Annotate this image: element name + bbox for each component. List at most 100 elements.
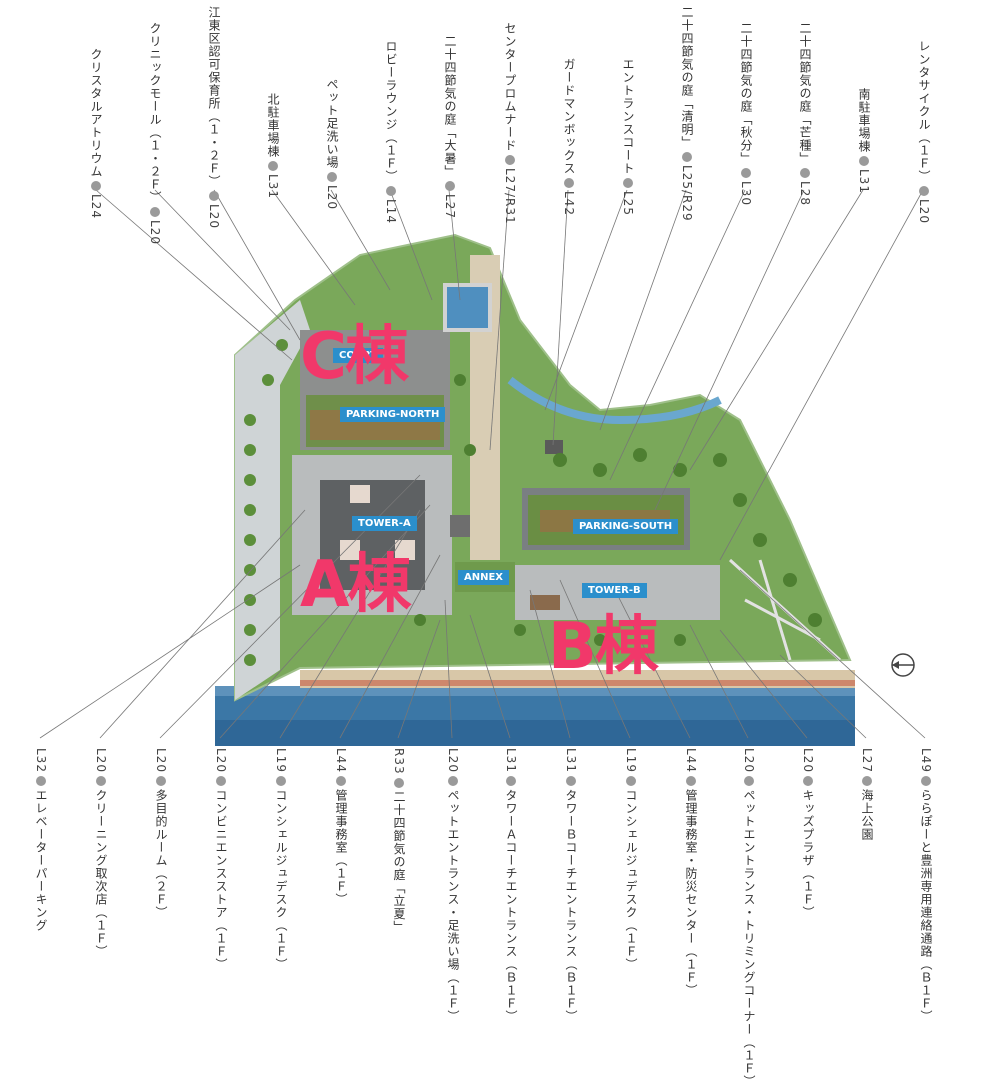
court-tag: COURT [333, 348, 384, 363]
top-label: ロビーラウンジ（１Ｆ）L14 [384, 40, 398, 224]
label-name: 管理事務室（１Ｆ） [334, 788, 348, 906]
label-name: 南駐車場棟 [857, 88, 871, 153]
label-code: L19 [624, 748, 638, 773]
label-code: L27 [860, 748, 874, 773]
marker-dot-icon [209, 191, 219, 201]
tower-a-core [320, 480, 425, 590]
label-code: L20 [207, 204, 221, 229]
marker-dot-icon [36, 775, 46, 786]
bottom-label: L44 管理事務室（１Ｆ） [334, 748, 348, 906]
tower-a-skylight-1 [340, 540, 360, 560]
top-label: 南駐車場棟L31 [857, 88, 871, 194]
label-name: コンビニエンスストア（１Ｆ） [214, 788, 228, 971]
label-code: L20 [742, 748, 756, 773]
label-code: L20 [148, 220, 162, 245]
top-label: 江東区認可保育所（１・２Ｆ）L20 [207, 6, 221, 229]
bottom-label: L20 クリーニング取次店（１Ｆ） [94, 748, 108, 958]
bottom-label: L19コンシェルジュデスク（１Ｆ） [274, 748, 288, 971]
label-name: クリーニング取次店（１Ｆ） [94, 788, 108, 958]
label-name: タワーＡコーチエントランス（Ｂ１Ｆ） [504, 788, 518, 1023]
bottom-label: L44管理事務室・防災センター（１Ｆ） [684, 748, 698, 997]
marker-dot-icon [505, 155, 515, 165]
label-code: L25/R29 [680, 165, 694, 222]
north-pond [443, 283, 492, 332]
label-name: ロビーラウンジ（１Ｆ） [384, 40, 398, 183]
marker-dot-icon [686, 775, 696, 786]
label-code: L31 [266, 174, 280, 199]
marker-dot-icon [327, 172, 337, 182]
label-code: L42 [562, 191, 576, 216]
stream [507, 376, 722, 425]
building-c-label: C棟 [300, 320, 409, 394]
label-name: タワーＢコーチエントランス（Ｂ１Ｆ） [564, 788, 578, 1023]
label-name: エントランスコート [621, 58, 635, 175]
top-label: 二十四節気の庭「清明」 L25/R29 [680, 6, 694, 222]
tower-a-tag: TOWER-A [352, 516, 417, 531]
marker-dot-icon [623, 178, 633, 188]
label-name: 二十四節気の庭「清明」 [680, 6, 694, 149]
label-name: 海上公園 [860, 788, 874, 841]
marker-dot-icon [626, 775, 636, 786]
label-code: L20 [325, 185, 339, 210]
label-name: 二十四節気の庭「芒種」 [798, 22, 812, 165]
label-name: ペットエントランス・足洗い場（１Ｆ） [446, 788, 460, 1023]
label-code: L25 [621, 191, 635, 216]
label-name: コンシェルジュデスク（１Ｆ） [624, 788, 638, 971]
label-code: L31 [564, 748, 578, 773]
site-plan-map [39, 189, 926, 746]
top-label: クリスタルアトリウムL24 [89, 48, 103, 219]
marker-dot-icon [682, 152, 692, 162]
marker-dot-icon [276, 775, 286, 786]
marker-dot-icon [921, 775, 931, 786]
marker-dot-icon [448, 775, 458, 786]
marker-dot-icon [919, 186, 929, 196]
top-label: レンタサイクル（１Ｆ） L20 [917, 40, 931, 224]
label-code: L28 [798, 181, 812, 206]
top-label: センタープロムナードL27/R31 [503, 22, 517, 225]
canal-water [215, 686, 855, 746]
annex-tag: ANNEX [458, 570, 510, 585]
bottom-label: L20ペットエントランス・トリミングコーナー（１Ｆ） [742, 748, 756, 1088]
label-name: 多目的ルーム（２Ｆ） [154, 788, 168, 919]
label-name: 二十四節気の庭「秋分」 [739, 22, 753, 165]
label-code: L44 [334, 748, 348, 773]
label-code: L20 [214, 748, 228, 773]
tower-a-skylight-2 [395, 540, 415, 560]
waterfront-railing [300, 680, 855, 686]
bottom-label: L20 コンビニエンスストア（１Ｆ） [214, 748, 228, 971]
marker-dot-icon [445, 181, 455, 191]
top-label: 二十四節気の庭「芒種」 L28 [798, 22, 812, 206]
marker-dot-icon [156, 775, 166, 786]
top-label: 二十四節気の庭「秋分」L30 [739, 22, 753, 206]
parking-north-tag: PARKING-NORTH [340, 407, 446, 422]
marker-dot-icon [216, 775, 226, 786]
bottom-label: L20多目的ルーム（２Ｆ） [154, 748, 168, 919]
label-name: ガードマンボックス [562, 58, 576, 175]
west-trees [244, 339, 288, 666]
marker-dot-icon [386, 186, 396, 196]
label-name: ららぽーと豊洲専用連絡通路（Ｂ１Ｆ） [919, 788, 933, 1023]
label-name: コンシェルジュデスク（１Ｆ） [274, 788, 288, 971]
bottom-label: L49ららぽーと豊洲専用連絡通路（Ｂ１Ｆ） [919, 748, 933, 1023]
east-paths [728, 558, 842, 662]
label-name: 二十四節気の庭「大暑」 [443, 35, 457, 178]
bottom-label: L31タワーＡコーチエントランス（Ｂ１Ｆ） [504, 748, 518, 1023]
label-code: L32 [34, 748, 48, 773]
bottom-label: L32 エレベーターパーキング [34, 748, 48, 932]
label-name: エレベーターパーキング [34, 788, 48, 932]
label-code: L27 [443, 194, 457, 219]
label-code: L20 [801, 748, 815, 773]
marker-dot-icon [564, 178, 574, 188]
bottom-label: L31 タワーＢコーチエントランス（Ｂ１Ｆ） [564, 748, 578, 1023]
bottom-label: L19 コンシェルジュデスク（１Ｆ） [624, 748, 638, 971]
marker-dot-icon [566, 775, 576, 786]
bottom-label: R33二十四節気の庭「立夏」 [392, 748, 406, 934]
label-code: L20 [94, 748, 108, 773]
label-code: L44 [684, 748, 698, 773]
label-code: L20 [446, 748, 460, 773]
top-leader-lines [95, 189, 924, 561]
tower-b-terrace [530, 595, 560, 610]
marker-dot-icon [268, 161, 278, 171]
label-name: レンタサイクル（１Ｆ） [917, 40, 931, 183]
label-code: L20 [917, 199, 931, 224]
